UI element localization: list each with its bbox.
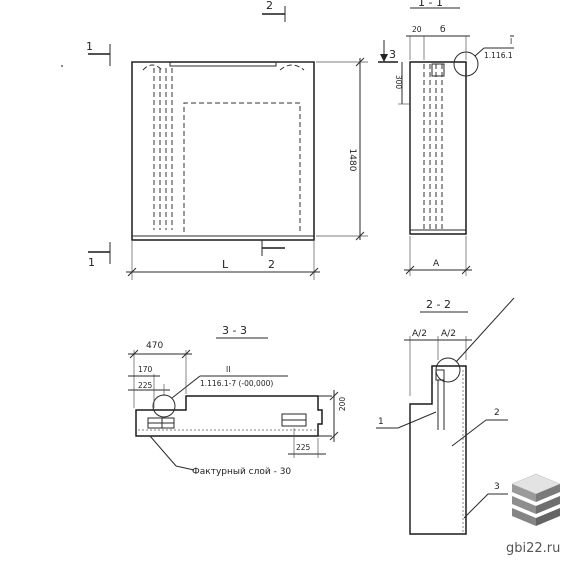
section-3-3-title: 3 - 3: [222, 324, 247, 337]
leader-2: 2: [494, 408, 500, 418]
panel-outline: [131, 61, 315, 241]
watermark: gbi22.ru: [506, 473, 561, 556]
stray-dot: [61, 65, 63, 67]
cube-logo-icon: [511, 473, 561, 526]
callout-circle-3: [152, 394, 176, 418]
watermark-text: gbi22.ru: [506, 541, 560, 556]
lifting-loop-left: [142, 64, 163, 71]
dim-225-top: 225: [138, 381, 153, 390]
callout-label-1: I: [510, 37, 512, 46]
dim-height: 1480: [347, 149, 357, 172]
section-3-3-outline: [135, 395, 323, 437]
dim-a2-left: A/2: [412, 329, 427, 339]
cut-mark-2-top: 2: [266, 0, 273, 12]
dim-a2-right: A/2: [441, 329, 456, 339]
leader-1: 1: [378, 417, 384, 427]
section-2-2-title: 2 - 2: [426, 298, 451, 311]
section-1-1-outline: [409, 61, 467, 235]
section-2-2: 2 - 2 A/2 A/2 1 2 3: [376, 297, 515, 535]
callout-ref-1: 1.116.1: [484, 51, 513, 60]
dim-170: 170: [138, 365, 153, 374]
callout-circle-2: [435, 357, 461, 383]
cut-mark-1-top: 1: [86, 40, 93, 53]
dim-470: 470: [146, 341, 163, 351]
section-1-1-title: 1 - 1: [418, 0, 443, 9]
dim-b: б: [440, 25, 446, 35]
section-1-1: 1 - 1 I 1.116.1 20 б 3 300: [378, 0, 514, 276]
cut-mark-2-bottom: 2: [268, 258, 275, 271]
lifting-loop-right: [279, 64, 305, 71]
dim-300: 300: [394, 75, 403, 90]
dim-225-bottom: 225: [296, 443, 311, 452]
cut-mark-1-bottom: 1: [88, 256, 95, 269]
dim-200: 200: [338, 397, 347, 412]
cut-mark-3: 3: [389, 48, 396, 61]
front-view: 1 1 2 2 1480 L: [86, 0, 368, 280]
dim-length: L: [222, 258, 229, 271]
callout-ref-3: 1.116.1-7 (-00,000): [200, 379, 273, 388]
callout-label-3: II: [226, 365, 230, 374]
dim-a: A: [433, 259, 440, 269]
facing-note: Фактурный слой - 30: [192, 467, 291, 477]
section-3-3: 3 - 3 II 1.116.1-7 (-00,000) 470 170: [128, 324, 347, 477]
leader-3: 3: [494, 482, 500, 492]
dim-20: 20: [412, 25, 422, 34]
